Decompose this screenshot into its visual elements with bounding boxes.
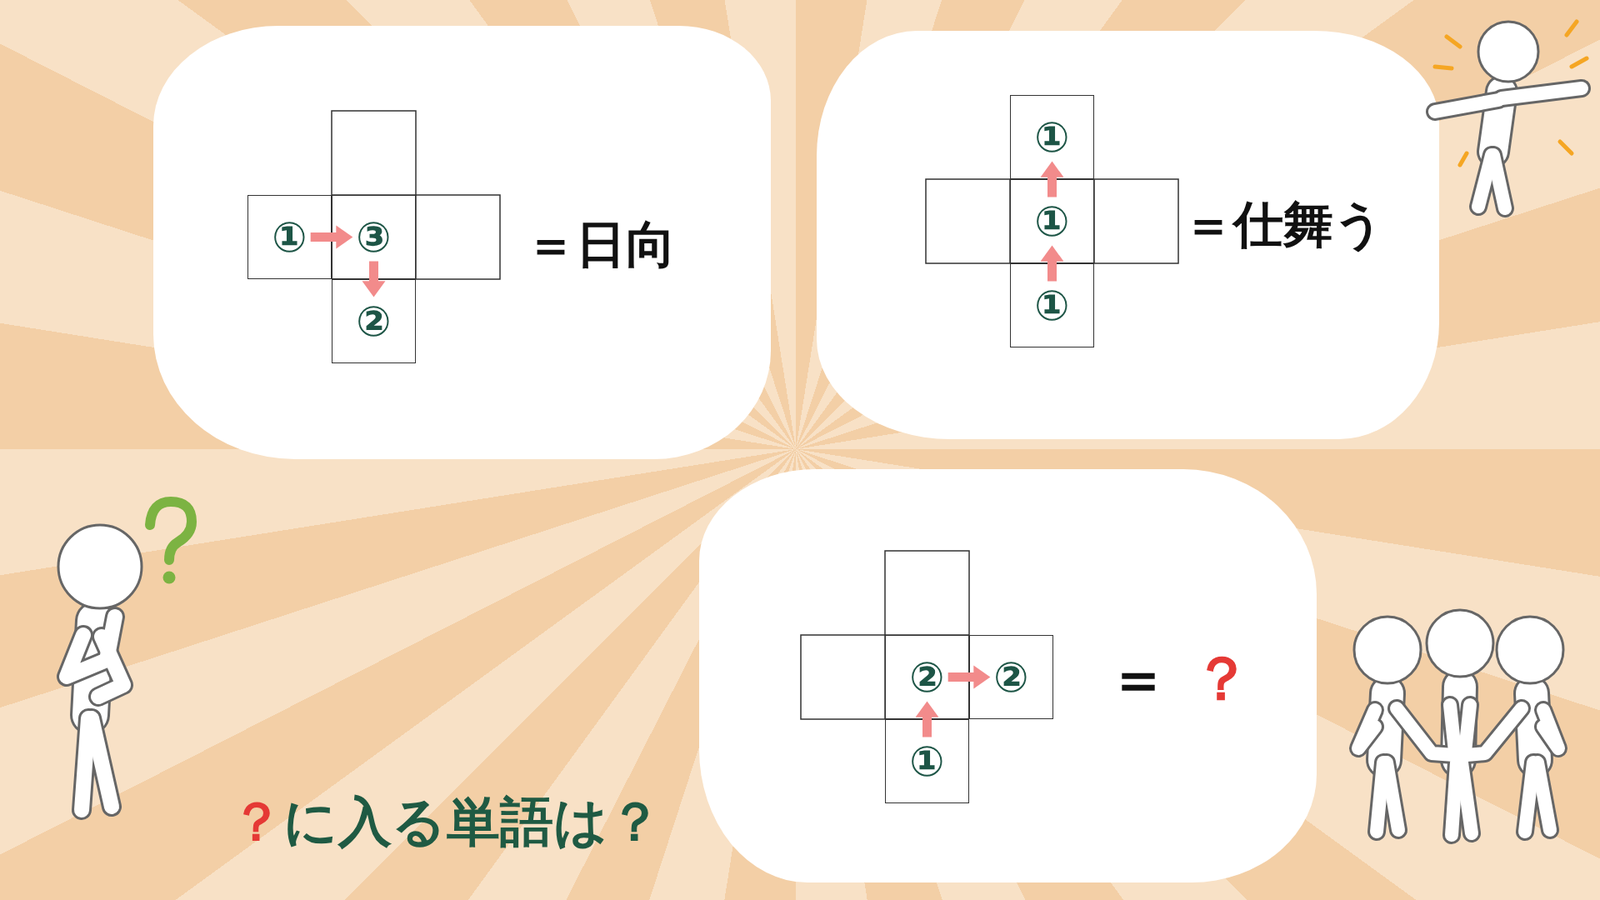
answer-text: ＝仕舞う	[1183, 194, 1385, 255]
speech-bubble: ＝日向 ① ③ ②	[153, 25, 771, 460]
text-holder: ＝日向	[525, 214, 676, 275]
circled-number: ②	[993, 656, 1029, 699]
emphasis-lines	[1435, 21, 1587, 165]
text-holder: ？	[1191, 642, 1252, 715]
grid-cell: ①	[1010, 263, 1095, 348]
empty-cell	[925, 179, 1010, 264]
flow-arrow	[1040, 161, 1065, 198]
empty-cells	[331, 110, 1179, 720]
caption-text: ？	[230, 787, 284, 857]
flow-arrow	[362, 261, 386, 298]
flow-arrow	[948, 665, 991, 690]
empty-cell	[885, 550, 970, 635]
circled-number: ①	[271, 216, 307, 259]
grid-cell: ②	[969, 635, 1054, 720]
answer-text: ？	[1191, 642, 1252, 715]
flow-arrow	[915, 701, 940, 738]
empty-cell	[331, 110, 416, 195]
team-figures	[1354, 610, 1564, 835]
grid-cell: ③	[331, 195, 416, 280]
grid-cell: ①	[885, 719, 970, 804]
circled-number: ③	[355, 216, 391, 259]
empty-cell	[415, 195, 500, 280]
circled-number: ①	[1034, 116, 1070, 159]
thinking-figure	[58, 501, 192, 810]
circled-number: ①	[1034, 200, 1070, 243]
circled-number: ①	[909, 740, 945, 783]
empty-cell	[1094, 179, 1179, 264]
caption-text: に入る単語は？	[283, 787, 662, 857]
empty-cell	[800, 635, 885, 720]
flow-arrow	[1040, 245, 1065, 282]
grid-cell: ①	[247, 195, 332, 280]
answer-text: ＝日向	[525, 214, 676, 275]
text-holder: ＝仕舞う	[1183, 194, 1385, 255]
text-holder: ＝	[1108, 642, 1169, 715]
speech-bubble: ＝仕舞う ① ① ①	[816, 30, 1440, 440]
question-symbol	[150, 501, 192, 585]
grid-cell: ②	[331, 279, 416, 364]
circled-number: ①	[1034, 285, 1070, 327]
circled-number: ②	[355, 300, 391, 343]
grid-cell: ①	[1010, 179, 1095, 264]
speech-bubble: ＝ ？ ② ② ①	[699, 469, 1317, 883]
flow-arrow	[310, 225, 354, 250]
grid-cell: ②	[885, 635, 970, 720]
grid-cell: ①	[1010, 95, 1095, 180]
answer-text: ＝	[1108, 642, 1169, 715]
question-caption: ？に入る単語は？	[230, 787, 662, 857]
circled-number: ②	[909, 656, 945, 699]
pointing-figure	[1435, 21, 1587, 209]
